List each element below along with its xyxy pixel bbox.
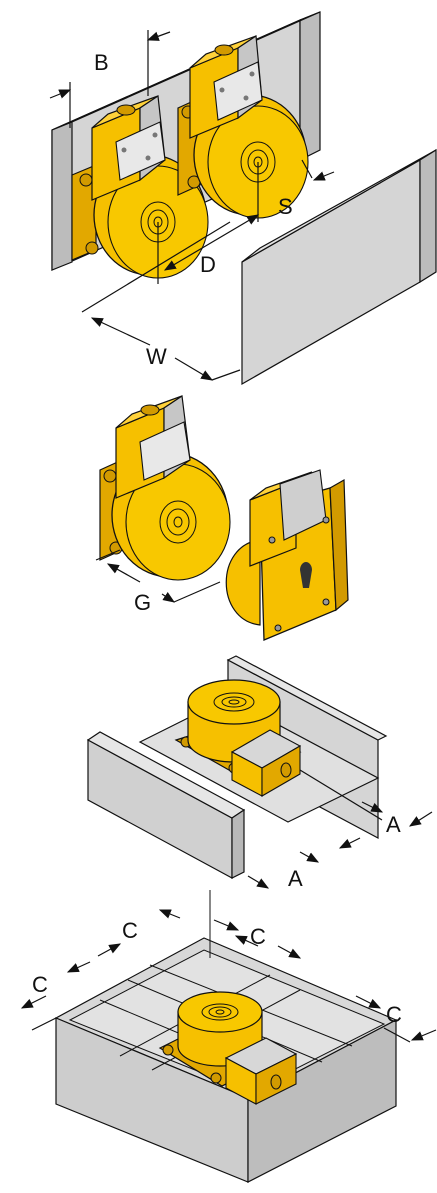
- dimension-label-d: D: [200, 252, 216, 277]
- target-plate: [241, 148, 437, 386]
- dimension-label-c-left: C: [32, 972, 48, 997]
- panel-side-by-side: B S D W: [49, 11, 437, 386]
- dimension-label-c-top-right: C: [250, 924, 266, 949]
- dimension-label-c-top-left: C: [122, 918, 138, 943]
- dimension-lines: [49, 30, 335, 381]
- dimension-label-w: W: [146, 344, 167, 369]
- dimension-label-c-right: C: [386, 1002, 402, 1027]
- panel-channel-mounting: A A: [86, 655, 433, 891]
- dimension-label-a-top: A: [386, 812, 401, 837]
- panel-facing-sensors: G: [95, 394, 349, 641]
- sensor-in-box: [158, 991, 298, 1105]
- sensor-in-channel: [174, 679, 302, 797]
- dimension-line-g: [95, 549, 221, 603]
- dimension-label-s: S: [278, 194, 293, 219]
- sensor-facing-right: [225, 469, 349, 641]
- panel-box-mounting: C C C C: [20, 890, 437, 1183]
- dimension-label-g: G: [134, 590, 151, 615]
- dimension-label-b: B: [94, 50, 109, 75]
- dimension-label-a-bottom: A: [288, 866, 303, 891]
- dimension-lines-c: [20, 909, 437, 1043]
- sensor-facing-left: [99, 394, 231, 581]
- dimension-lines-a: [247, 769, 433, 889]
